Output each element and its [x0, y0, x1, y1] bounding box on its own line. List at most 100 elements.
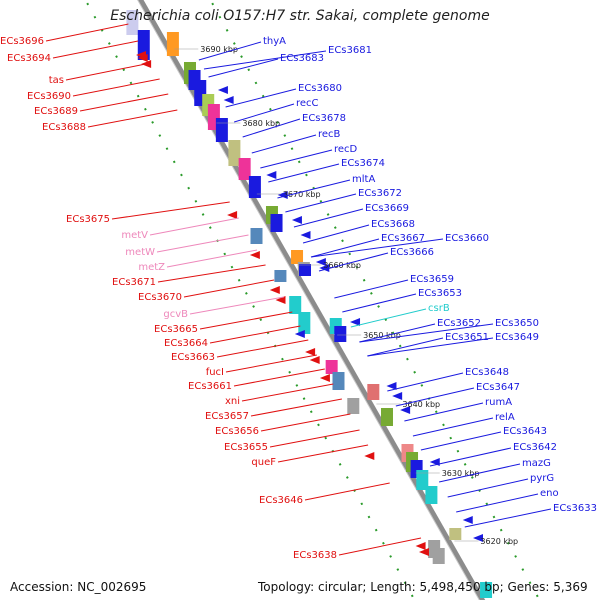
gene-arrow [319, 374, 330, 382]
left-gene-label[interactable]: ECs3675 [66, 214, 110, 225]
right-label-leader [456, 493, 539, 513]
right-gene-label[interactable]: ECs3678 [302, 113, 346, 124]
gene-arrow [364, 452, 375, 460]
left-gene-label[interactable]: ECs3696 [0, 36, 44, 47]
gene-feature-block [334, 326, 347, 342]
right-gene-label[interactable]: ECs3669 [365, 203, 409, 214]
gene-feature-block [299, 264, 312, 276]
gene-arrow [418, 548, 429, 556]
right-gene-label[interactable]: recB [318, 129, 341, 140]
left-gene-label[interactable]: ECs3671 [112, 277, 156, 288]
right-gene-label[interactable]: ECs3667 [381, 233, 425, 244]
right-label-leader [447, 478, 529, 498]
left-gene-label[interactable]: ECs3665 [154, 324, 198, 335]
left-gene-label[interactable]: ECs3655 [224, 442, 268, 453]
right-gene-label[interactable]: ECs3647 [476, 382, 520, 393]
right-gene-label[interactable]: ECs3650 [495, 318, 539, 329]
right-gene-label[interactable]: ECs3648 [465, 367, 509, 378]
gene-arrow [217, 86, 228, 94]
left-gene-label[interactable]: metZ [138, 262, 165, 273]
right-gene-label[interactable]: ECs3649 [495, 332, 539, 343]
gene-arrow [305, 348, 316, 356]
right-gene-label[interactable]: ECs3680 [298, 83, 342, 94]
gene-arrow [415, 542, 426, 550]
left-label-leader [338, 537, 422, 556]
right-gene-label[interactable]: mltA [352, 174, 375, 185]
scale-tick-label: 3660 kbp [323, 261, 361, 270]
right-gene-label[interactable]: ECs3642 [513, 442, 557, 453]
right-gene-label[interactable]: ECs3674 [341, 158, 385, 169]
left-gene-label[interactable]: ECs3664 [164, 338, 208, 349]
right-gene-label[interactable]: ECs3681 [328, 45, 372, 56]
right-gene-label[interactable]: ECs3666 [390, 247, 434, 258]
topology-text: Topology: circular; Length: 5,498,450 bp… [258, 580, 588, 594]
left-gene-label[interactable]: ECs3694 [7, 53, 51, 64]
left-label-leader [183, 279, 275, 298]
scale-tick-label: 3670 kbp [283, 190, 321, 199]
left-gene-label[interactable]: ECs3657 [205, 411, 249, 422]
right-gene-label[interactable]: ECs3660 [445, 233, 489, 244]
gene-arrow [350, 318, 361, 326]
right-gene-label[interactable]: ECs3668 [371, 219, 415, 230]
left-gene-label[interactable]: metV [121, 230, 148, 241]
right-gene-label[interactable]: csrB [428, 303, 450, 314]
gene-feature-block [480, 582, 493, 598]
right-gene-label[interactable]: ECs3653 [418, 288, 462, 299]
left-gene-label[interactable]: ECs3646 [259, 495, 303, 506]
left-gene-label[interactable]: xni [225, 396, 240, 407]
gene-arrow [227, 211, 238, 219]
left-gene-label[interactable]: queF [251, 457, 276, 468]
right-gene-label[interactable]: recD [334, 144, 358, 155]
scale-tick-label: 3640 kbp [402, 400, 440, 409]
left-gene-label[interactable]: fucI [206, 367, 224, 378]
right-gene-label[interactable]: ECs3651 [445, 332, 489, 343]
right-gene-label[interactable]: ECs3643 [503, 426, 547, 437]
right-label-leader [334, 279, 409, 299]
right-label-leader [404, 402, 484, 422]
left-label-leader [225, 354, 317, 373]
gene-feature-block [291, 250, 304, 264]
left-gene-label[interactable]: ECs3670 [138, 292, 182, 303]
gene-arrow [269, 286, 280, 294]
right-gene-label[interactable]: recC [296, 98, 319, 109]
right-gene-label[interactable]: ECs3652 [437, 318, 481, 329]
right-label-leader [367, 337, 494, 357]
left-gene-label[interactable]: gcvB [163, 309, 188, 320]
left-label-leader [233, 368, 325, 387]
right-gene-label[interactable]: ECs3683 [280, 53, 324, 64]
left-gene-label[interactable]: metW [125, 247, 155, 258]
gene-arrow [400, 406, 411, 414]
gene-arrow [300, 231, 311, 239]
right-label-leader [350, 308, 427, 328]
left-gene-label[interactable]: ECs3689 [34, 106, 78, 117]
left-gene-label[interactable]: ECs3638 [293, 550, 337, 561]
left-label-group: ECs3696ECs3694tasECs3690ECs3689ECs3688EC… [0, 23, 422, 561]
right-label-leader [203, 50, 327, 70]
right-gene-label[interactable]: ECs3672 [358, 188, 402, 199]
track-dots-left [84, 0, 416, 600]
right-label-leader [367, 337, 444, 357]
scale-tick-label: 3680 kbp [242, 119, 280, 128]
left-gene-label[interactable]: ECs3661 [188, 381, 232, 392]
right-gene-label[interactable]: rumA [485, 397, 512, 408]
gene-feature-block [166, 32, 179, 56]
left-gene-label[interactable]: ECs3656 [215, 426, 259, 437]
right-gene-label[interactable]: thyA [263, 36, 286, 47]
left-gene-label[interactable]: ECs3690 [27, 91, 71, 102]
right-gene-label[interactable]: eno [540, 488, 559, 499]
right-gene-label[interactable]: pyrG [530, 473, 554, 484]
right-label-leader [412, 417, 494, 437]
right-label-leader [242, 118, 301, 138]
left-label-leader [45, 23, 129, 42]
left-gene-label[interactable]: ECs3688 [42, 122, 86, 133]
right-gene-label[interactable]: mazG [522, 458, 551, 469]
gene-feature-block [248, 176, 261, 198]
left-gene-label[interactable]: ECs3663 [171, 352, 215, 363]
right-gene-label[interactable]: relA [495, 412, 515, 423]
left-gene-label[interactable]: tas [49, 75, 64, 86]
scale-tick-label: 3630 kbp [442, 469, 480, 478]
right-gene-label[interactable]: ECs3659 [410, 274, 454, 285]
right-gene-label[interactable]: ECs3633 [553, 503, 597, 514]
